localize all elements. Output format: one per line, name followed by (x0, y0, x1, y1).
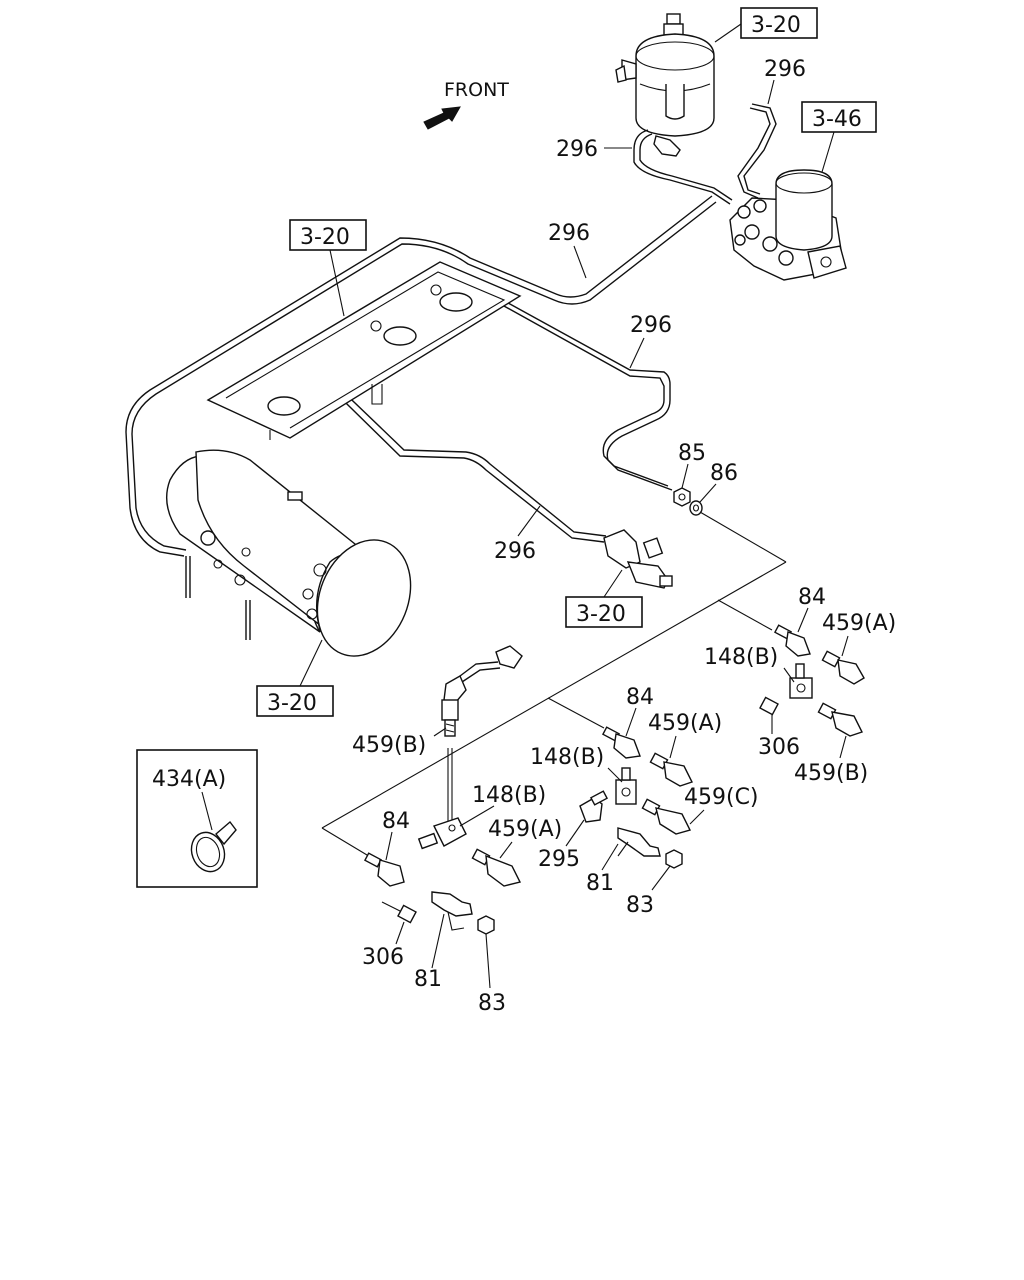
callout-cap-83[interactable]: 83 (626, 893, 654, 918)
plug-306-right (759, 696, 779, 716)
callout-tee-148b[interactable]: 148(B) (530, 745, 604, 770)
ref-box-air-dryer (801, 101, 877, 133)
callout-pipe-296[interactable]: 296 (494, 539, 536, 564)
front-label: FRONT (444, 79, 509, 101)
front-arrow-icon (423, 106, 461, 130)
ref-box-top-reservoir (740, 7, 818, 39)
callout-fitting-84[interactable]: 84 (382, 809, 410, 834)
callout-sensor-459a[interactable]: 459(A) (648, 711, 722, 736)
callout-pipe-296[interactable]: 296 (764, 57, 806, 82)
ref-label-air-tank[interactable]: 3-20 (267, 691, 317, 716)
callout-plug-306[interactable]: 306 (362, 945, 404, 970)
ref-label-frame[interactable]: 3-20 (300, 225, 350, 250)
cap-83-left (477, 915, 495, 935)
sensor-459c-mid (641, 798, 692, 835)
callout-nut-85[interactable]: 85 (678, 441, 706, 466)
upper-air-reservoir (615, 13, 715, 157)
callout-cable-tie-434a[interactable]: 434(A) (152, 767, 226, 792)
front-direction-indicator: FRONT (423, 79, 509, 130)
washer-86 (689, 500, 703, 516)
callout-pipe-296[interactable]: 296 (548, 221, 590, 246)
callout-tee-148b[interactable]: 148(B) (704, 645, 778, 670)
air-dryer-assembly (729, 169, 847, 281)
ref-box-air-tank (256, 685, 334, 717)
callout-sensor-459c[interactable]: 459(C) (684, 785, 759, 810)
callout-pipe-296[interactable]: 296 (556, 137, 598, 162)
nut-85 (673, 487, 691, 507)
pressure-valve (603, 529, 673, 589)
ref-box-frame (289, 219, 367, 251)
callout-sensor-459b[interactable]: 459(B) (794, 761, 868, 786)
callout-cap-83[interactable]: 83 (478, 991, 506, 1016)
exploded-guide-lines (321, 511, 787, 913)
main-air-tank (166, 449, 412, 657)
air-pipes (125, 103, 777, 557)
sensor-459a-mid (649, 752, 693, 787)
callout-washer-86[interactable]: 86 (710, 461, 738, 486)
tee-148b-left (417, 817, 467, 850)
fitting-84-left (363, 852, 405, 887)
ref-label-valve[interactable]: 3-20 (576, 602, 626, 627)
valve-81-mid (617, 827, 661, 857)
cap-83-mid (665, 849, 683, 869)
ref-label-air-dryer[interactable]: 3-46 (812, 107, 862, 132)
fitting-84-right (773, 624, 811, 657)
callout-plug-306[interactable]: 306 (758, 735, 800, 760)
plug-306-left (397, 904, 417, 924)
tee-148b-mid (615, 767, 637, 805)
ref-box-valve (565, 596, 643, 628)
callout-sensor-459b[interactable]: 459(B) (352, 733, 426, 758)
callout-sensor-459a[interactable]: 459(A) (488, 817, 562, 842)
callout-valve-81[interactable]: 81 (414, 967, 442, 992)
callout-fitting-84[interactable]: 84 (626, 685, 654, 710)
connector-295 (579, 790, 609, 823)
callout-fitting-84[interactable]: 84 (798, 585, 826, 610)
frame-crossmember (206, 261, 522, 440)
callout-connector-295[interactable]: 295 (538, 847, 580, 872)
sensor-459a-left (471, 848, 522, 887)
callout-valve-81[interactable]: 81 (586, 871, 614, 896)
fitting-84-mid (601, 726, 641, 759)
wired-sensor-459b (441, 645, 523, 737)
inset-cable-tie: 434(A) (136, 749, 258, 888)
sensor-459b-right (817, 702, 863, 737)
ref-label-top-reservoir[interactable]: 3-20 (751, 13, 801, 38)
callout-pipe-296[interactable]: 296 (630, 313, 672, 338)
valve-81-left (431, 891, 473, 931)
tee-148b-right (789, 663, 813, 699)
callout-tee-148b[interactable]: 148(B) (472, 783, 546, 808)
callout-sensor-459a[interactable]: 459(A) (822, 611, 896, 636)
sensor-459a-right (821, 650, 865, 685)
